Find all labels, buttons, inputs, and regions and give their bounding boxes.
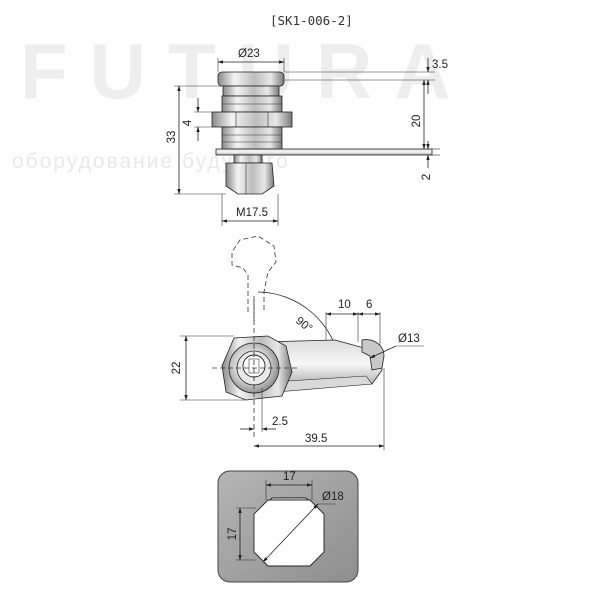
dim-cam-gap: 10: [338, 299, 351, 311]
dim-top-offset: 3.5: [432, 59, 448, 71]
dim-body-height: 33: [166, 131, 178, 144]
dim-cam-tip: 6: [366, 299, 372, 311]
dim-cutout-width: 17: [283, 471, 296, 483]
dim-cam-hole: Ø13: [398, 333, 420, 345]
dim-nut-height: 4: [182, 119, 194, 126]
dim-cam-thickness: 2: [421, 174, 433, 180]
dim-cam-length: 39.5: [305, 433, 327, 445]
dim-nut-width: 22: [171, 362, 183, 375]
dim-angle: 90°: [293, 315, 314, 335]
panel-cutout: 17 Ø18 17: [217, 470, 359, 583]
side-view: Ø23 3.5 20 2 4 33 M17.5: [166, 48, 448, 226]
front-view: 90° 10 6 Ø13 22: [171, 235, 424, 450]
dim-cutout-diameter: Ø18: [322, 491, 344, 503]
dim-cam-offset: 2.5: [272, 416, 288, 428]
watermark-tagline: оборудование будущего: [12, 150, 290, 173]
dim-cam-height: 20: [411, 115, 423, 128]
dim-thread: M17.5: [236, 207, 268, 219]
dim-head-diameter: Ø23: [238, 48, 260, 60]
dim-cutout-height: 17: [227, 528, 239, 541]
model-code: [SK1-006-2]: [270, 13, 353, 28]
